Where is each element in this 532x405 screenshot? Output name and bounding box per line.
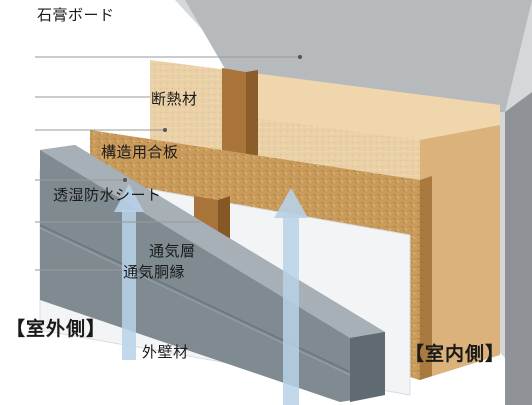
- leader-lines: [35, 56, 300, 271]
- label-outdoor-side: 【室外側】: [6, 318, 107, 340]
- airflow-arrow-outer: [114, 184, 144, 360]
- label-insulation: 断熱材: [151, 90, 198, 108]
- label-air-layer: 通気層: [149, 242, 196, 260]
- label-furring-strip: 通気胴縁: [123, 263, 186, 281]
- label-indoor-side: 【室内側】: [405, 343, 506, 365]
- label-breathable-sheet: 透湿防水シート: [53, 186, 162, 204]
- label-structural-plywood: 構造用合板: [101, 143, 179, 161]
- leader-dots: [123, 55, 302, 182]
- label-gypsum-board: 石膏ボード: [37, 6, 115, 24]
- airflow-arrow-center: [274, 188, 308, 405]
- label-exterior-wall: 外壁材: [142, 343, 189, 361]
- wood-stud: [222, 68, 258, 178]
